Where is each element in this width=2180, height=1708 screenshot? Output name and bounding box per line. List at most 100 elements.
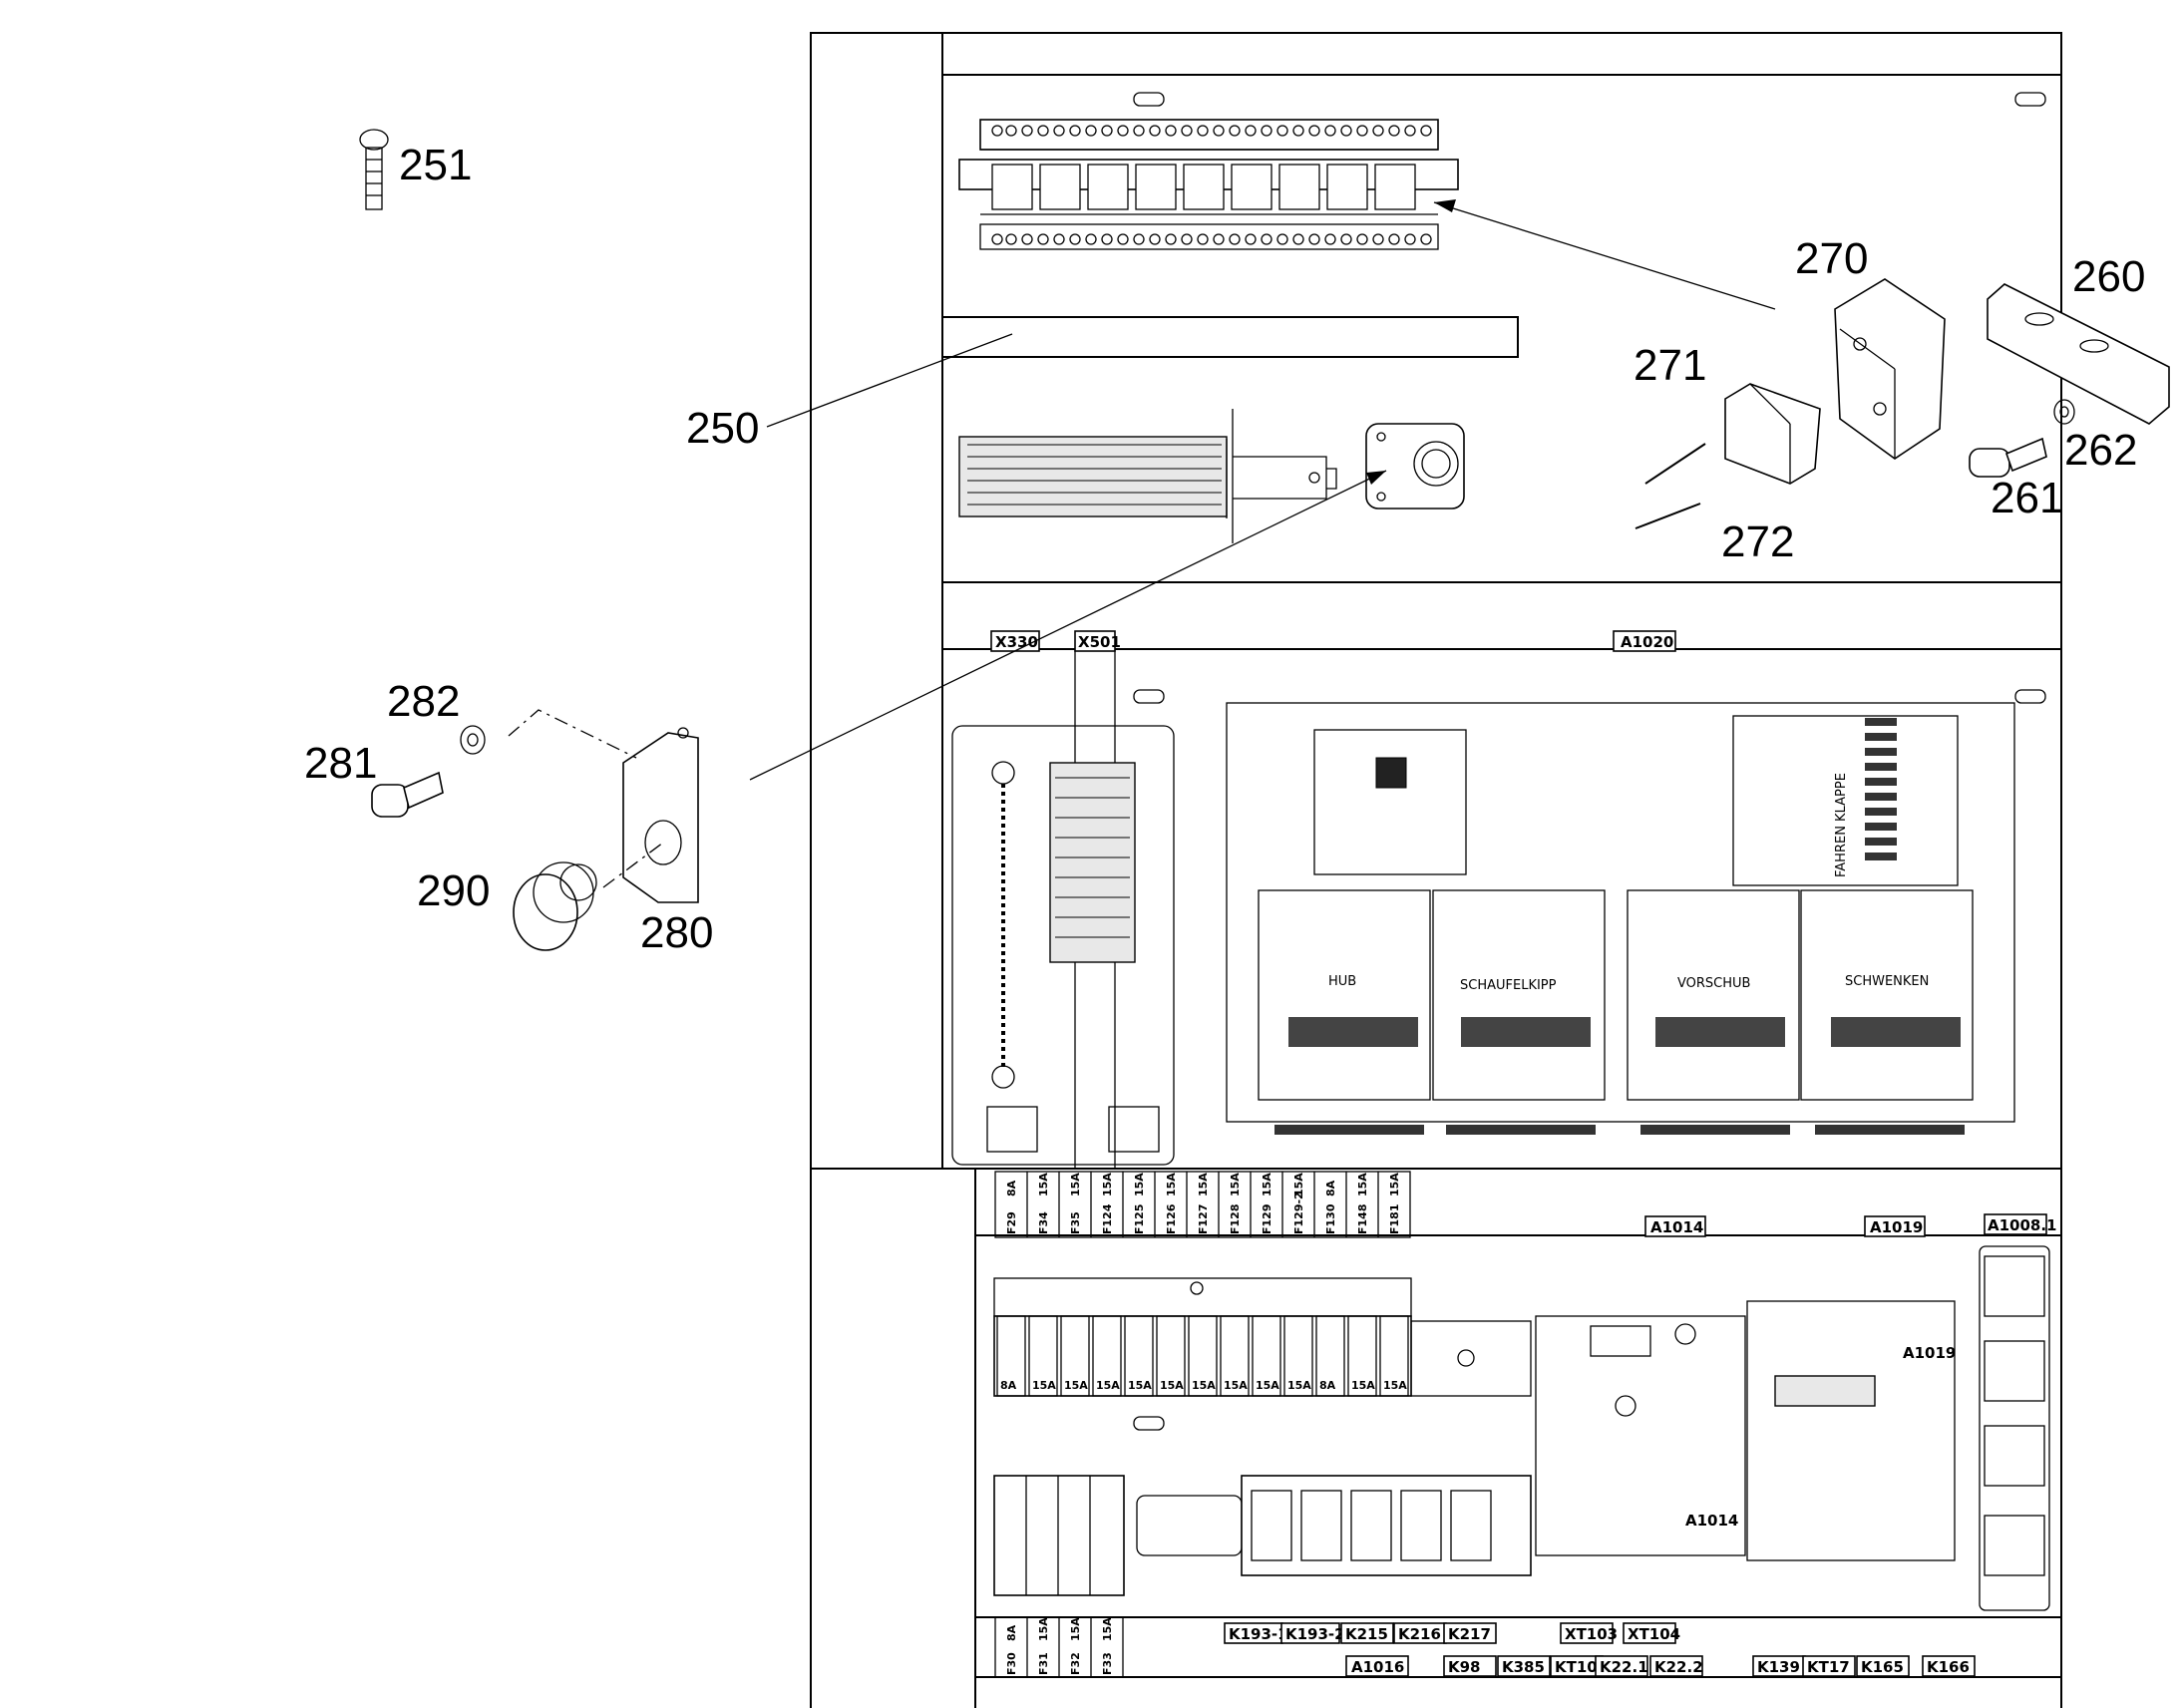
- fuse-tag-rating: 8A: [1324, 1180, 1337, 1196]
- component-tag: K98: [1448, 1658, 1481, 1676]
- fuse-body-rating: 15A: [1160, 1379, 1184, 1392]
- relay-socket-row: [1136, 1475, 1532, 1576]
- callout-282: 282: [387, 677, 460, 726]
- fuse-body: [1220, 1315, 1250, 1397]
- fuse-tag-name: F129-2: [1292, 1192, 1305, 1234]
- bracket-in-cabinet: [1365, 423, 1465, 510]
- fuse-tag-row-top: F298AF3415AF3515AF12415AF12515AF12615AF1…: [994, 1171, 1411, 1238]
- fuse-tag-name: F130: [1324, 1203, 1337, 1234]
- fuse-tag-rating: 8A: [1005, 1624, 1018, 1641]
- component-tag: K22.1: [1600, 1658, 1648, 1676]
- fuse-tag-rating: 15A: [1229, 1173, 1242, 1196]
- fuse-tag-rating: 15A: [1356, 1173, 1369, 1196]
- component-tag-box: [1443, 1655, 1497, 1677]
- component-tag: K166: [1927, 1658, 1970, 1676]
- component-tag: K217: [1448, 1625, 1491, 1643]
- fahren-klappe-label: FAHREN KLAPPE: [1834, 773, 1849, 877]
- component-tag-box: [1595, 1655, 1648, 1677]
- fuse-block-small: [993, 1475, 1125, 1596]
- component-tag-box: [1623, 1622, 1676, 1644]
- fuse-body-rating: 15A: [1287, 1379, 1311, 1392]
- board-a1019: A1019: [1746, 1300, 1956, 1561]
- component-tag: K139: [1757, 1658, 1800, 1676]
- component-tag: K193-1: [1229, 1625, 1288, 1643]
- callout-262: 262: [2064, 426, 2137, 475]
- fuse-tag-rating: 8A: [1005, 1180, 1018, 1196]
- switch-290: [513, 861, 597, 951]
- fuse-tag-name: F29: [1005, 1211, 1018, 1234]
- callout-271: 271: [1634, 341, 1706, 390]
- component-tag-box: [1340, 1622, 1394, 1644]
- fuse-tag-name: F126: [1165, 1203, 1178, 1234]
- fuse-body: [1315, 1315, 1345, 1397]
- callout-281: 281: [304, 739, 377, 788]
- terminal-block-row: [958, 409, 1337, 543]
- component-tag-box: [1922, 1655, 1976, 1677]
- component-tag: K165: [1861, 1658, 1904, 1676]
- component-tag: KT10: [1555, 1658, 1598, 1676]
- fuse-body-rating: 15A: [1383, 1379, 1407, 1392]
- schwenken-label: SCHWENKEN: [1845, 974, 1929, 989]
- tag-x330: X330: [995, 633, 1038, 651]
- component-tag-box: [1443, 1622, 1497, 1644]
- screw-281-washer-282: [371, 725, 486, 818]
- fuse-body: [1188, 1315, 1218, 1397]
- callout-250: 250: [686, 404, 759, 453]
- din-rail-260: [1987, 283, 2170, 425]
- fuse-body-rating: 15A: [1064, 1379, 1088, 1392]
- fuse-body: [1252, 1315, 1281, 1397]
- fuse-tag-name: F31: [1037, 1652, 1050, 1675]
- fuse-body-rating: 15A: [1096, 1379, 1120, 1392]
- fuse-tag-rating: 15A: [1292, 1173, 1305, 1196]
- fuse-body: [1379, 1315, 1409, 1397]
- fuse-body-rating: 15A: [1256, 1379, 1279, 1392]
- fuse-tag-name: F129: [1261, 1204, 1273, 1234]
- callout-260: 260: [2072, 252, 2145, 301]
- screw-251: [359, 129, 389, 210]
- fuse-body: [1060, 1315, 1090, 1397]
- component-tag: XT103: [1565, 1625, 1618, 1643]
- fuse-body: [1124, 1315, 1154, 1397]
- fuse-body: [1156, 1315, 1186, 1397]
- fuse-tag-name: F127: [1197, 1204, 1210, 1234]
- fuse-body: [1092, 1315, 1122, 1397]
- component-tag-box: [1649, 1655, 1703, 1677]
- vorschub-label: VORSCHUB: [1677, 976, 1750, 991]
- tag-x501: X501: [1078, 633, 1121, 651]
- component-tag-box: [1856, 1655, 1910, 1677]
- component-tag-box: [1497, 1655, 1551, 1677]
- fuse-tag-name: F30: [1005, 1652, 1018, 1675]
- component-tag: K385: [1502, 1658, 1545, 1676]
- fuse-body: [996, 1315, 1026, 1397]
- component-tag-box: [1280, 1622, 1340, 1644]
- board-a1014: A1014: [1535, 1315, 1746, 1556]
- leader-lines: [508, 199, 1776, 888]
- fuse-tag-name: F124: [1101, 1203, 1114, 1234]
- fuse-tag-rating: 15A: [1037, 1173, 1050, 1196]
- callout-251: 251: [399, 141, 472, 189]
- fuse-tag-rating: 15A: [1388, 1173, 1401, 1196]
- screw-261-washer-262: [1969, 399, 2075, 478]
- callout-261: 261: [1991, 474, 2063, 522]
- fuse-tag-name: F148: [1356, 1204, 1369, 1234]
- controller-board-a1020: FAHREN KLAPPE HUB SCHAUFELKIPP VORSCHUB …: [1226, 702, 2015, 1135]
- fuse-body-rating: 15A: [1192, 1379, 1216, 1392]
- relay-socket-270: [1834, 278, 1946, 460]
- tag-a1014-top: A1014: [1650, 1218, 1703, 1236]
- component-tag: K22.2: [1654, 1658, 1703, 1676]
- fuse-tag-name: F128: [1229, 1204, 1242, 1234]
- component-tag: KT17: [1807, 1658, 1850, 1676]
- fuse-body: [1028, 1315, 1058, 1397]
- a1019-board-label: A1019: [1903, 1344, 1956, 1362]
- fuse-body: [1283, 1315, 1313, 1397]
- relay-271: [1724, 383, 1821, 485]
- callout-290: 290: [417, 866, 490, 915]
- fuse-body-rating: 8A: [1319, 1379, 1336, 1392]
- fuse-body: [1347, 1315, 1377, 1397]
- fuse-tag-name: F181: [1388, 1204, 1401, 1234]
- fuse-tag-rating: 15A: [1069, 1173, 1082, 1196]
- fuse-body-rating: 15A: [1224, 1379, 1248, 1392]
